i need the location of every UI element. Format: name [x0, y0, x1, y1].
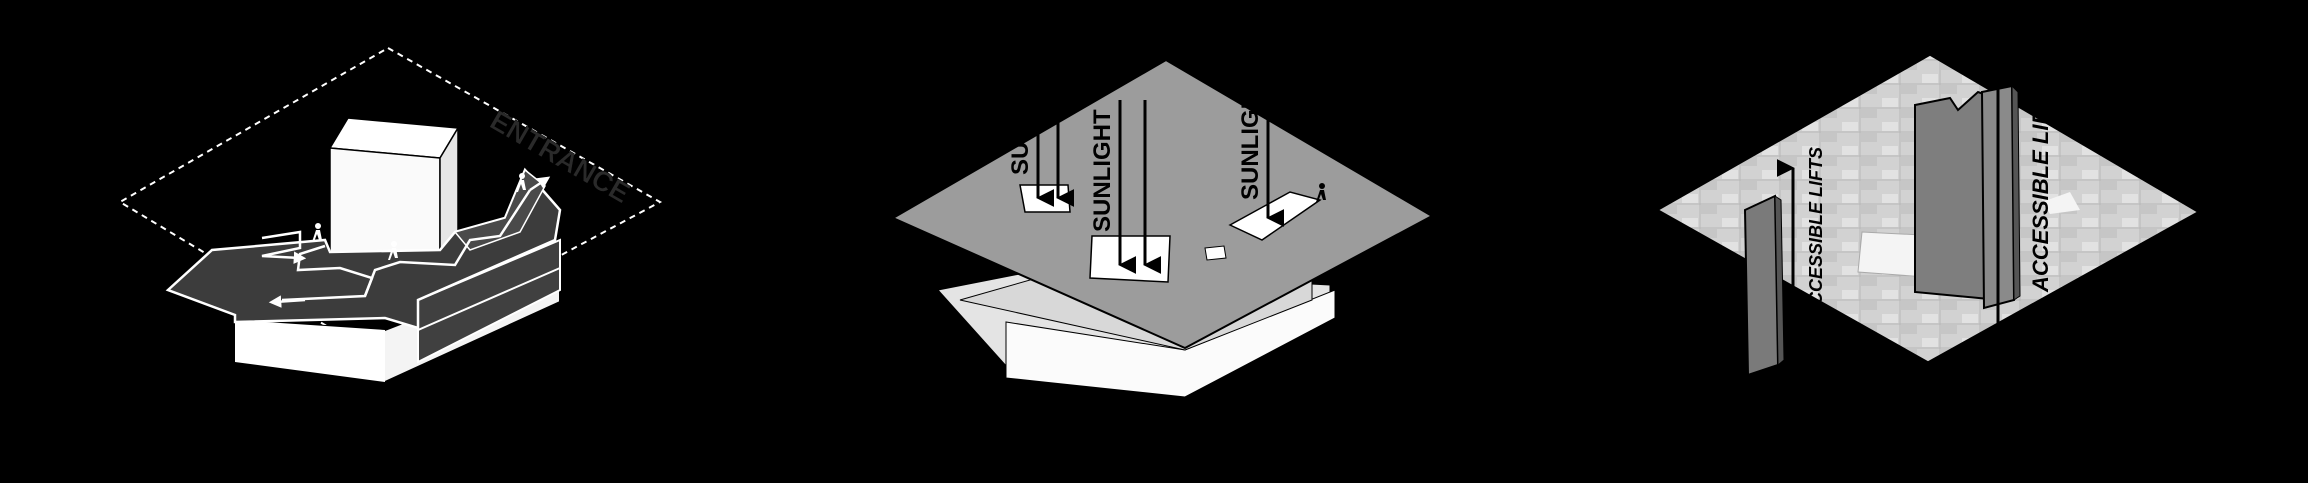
lift-shaft-left [1745, 196, 1778, 375]
wheelchair-icon [1802, 332, 1826, 365]
accessible-lifts-label-2: ACCESSIBLE LIFTS [2028, 83, 2053, 293]
lifts-panel: ACCESSIBLE LIFTS ACCESSIBLE LIFTS [1658, 55, 2198, 375]
skylight-4 [1205, 246, 1226, 260]
pedestrian-icon [312, 223, 322, 242]
sunlight-panel: SUNLIGHT SUNLIGHT SUNLIGHT [893, 38, 1432, 397]
accessible-lifts-label-1: ACCESSIBLE LIFTS [1806, 147, 1826, 319]
entrance-label: ENTRANCE [485, 104, 635, 209]
skylight-2 [1090, 236, 1170, 282]
skylight-1 [1020, 185, 1070, 212]
tower-face-left [330, 148, 440, 262]
sunlight-label-1: SUNLIGHT [1007, 52, 1034, 175]
entrance-panel: ENTRANCE [120, 48, 660, 382]
sunlight-label-2: SUNLIGHT [1089, 109, 1116, 232]
sunlight-label-3: SUNLIGHT [1237, 77, 1264, 200]
wheelchair-icon [2033, 299, 2062, 339]
